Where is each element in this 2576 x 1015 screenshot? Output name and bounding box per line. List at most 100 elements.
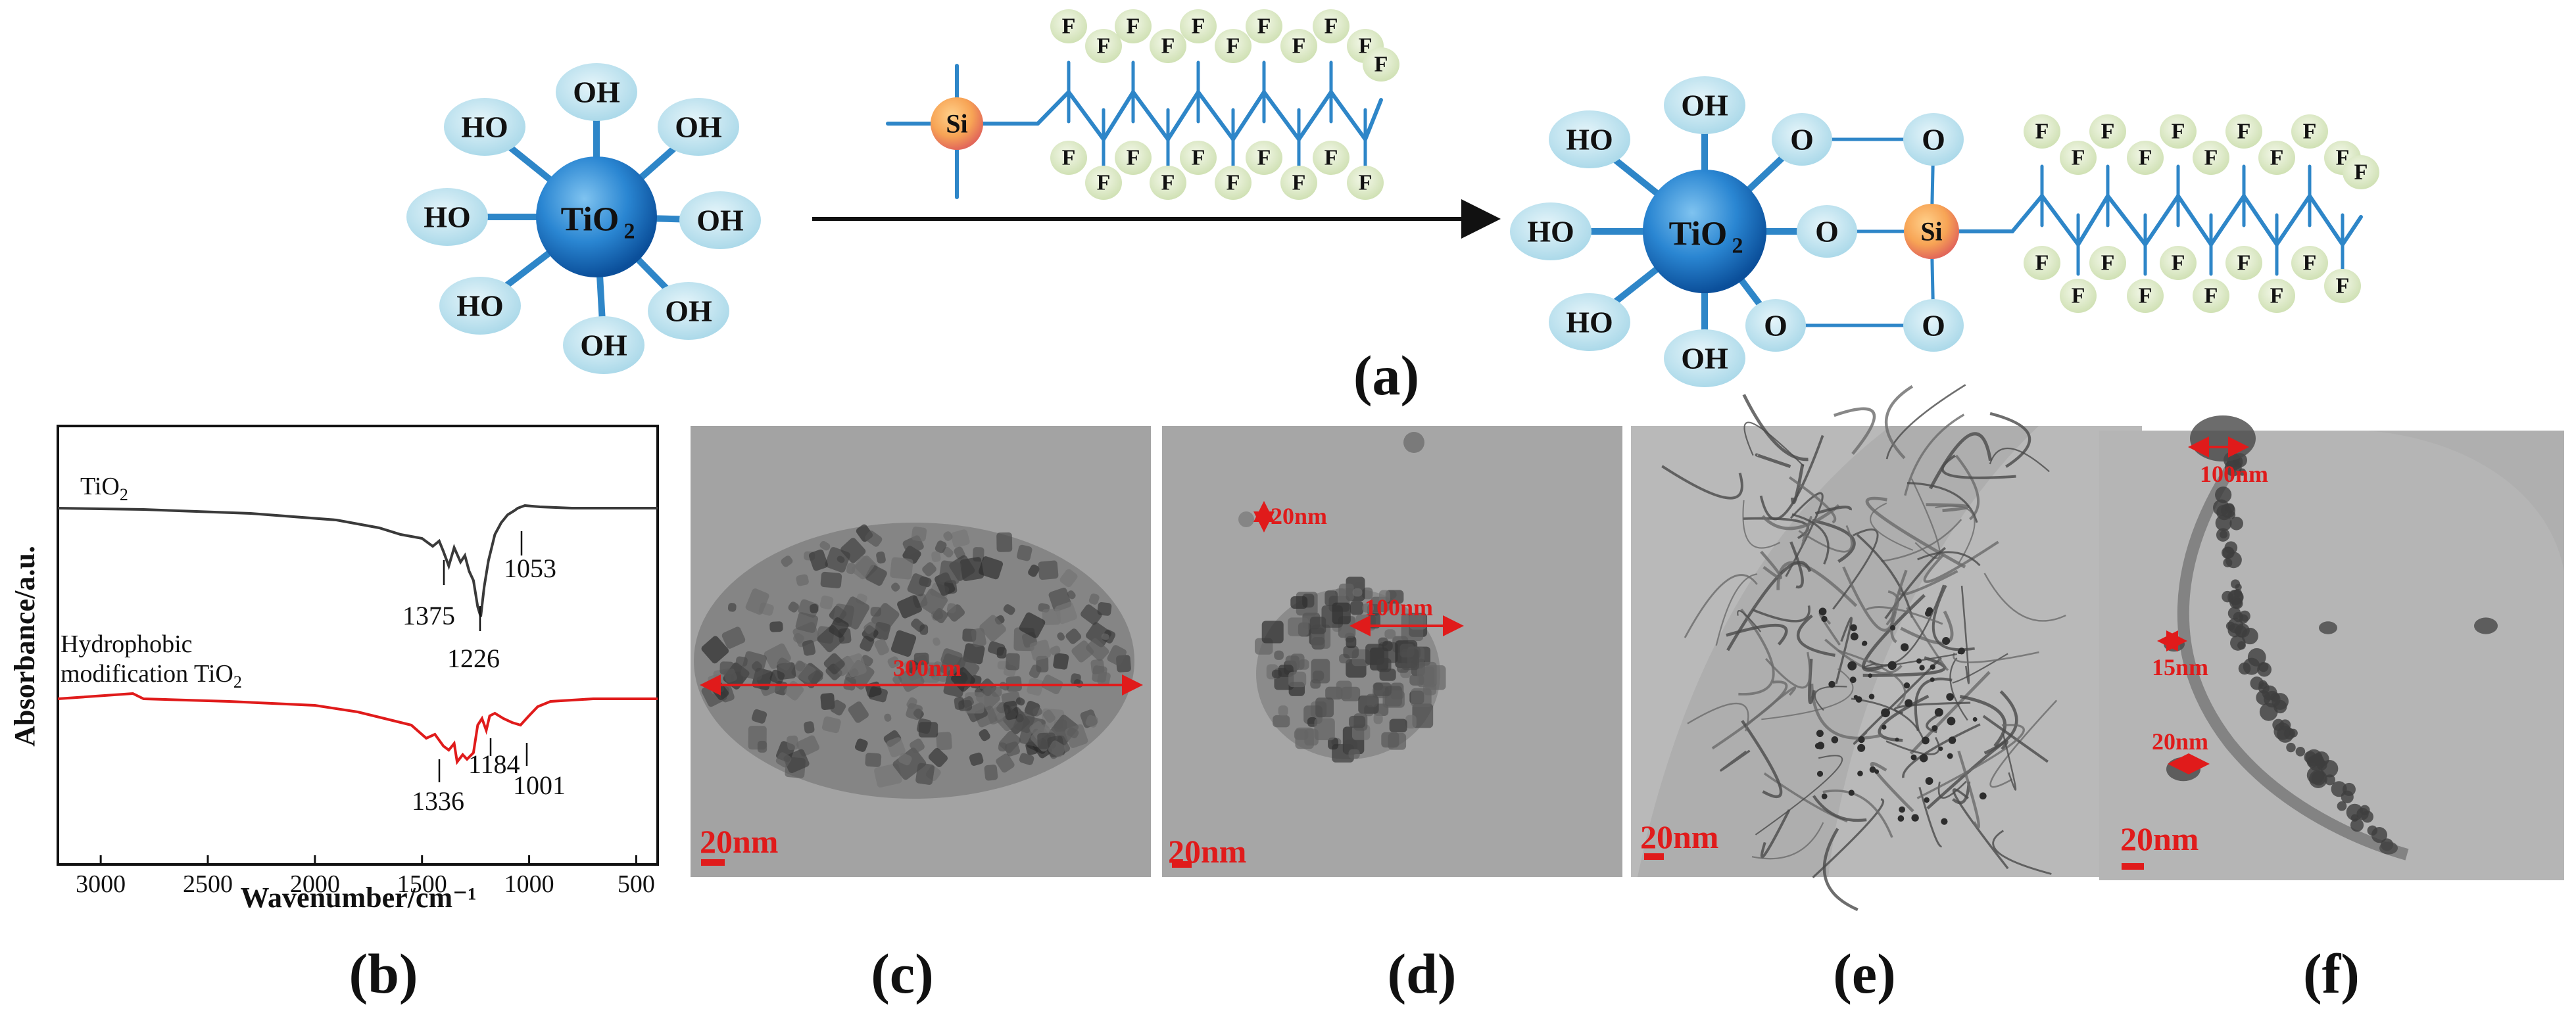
fluorine-atom: F	[2160, 246, 2197, 280]
svg-text:2: 2	[1732, 234, 1743, 258]
svg-text:F: F	[1192, 146, 1205, 170]
svg-text:OH: OH	[696, 204, 744, 237]
hydroxyl-group: OH	[563, 316, 644, 374]
hydroxyl-group: HO	[406, 188, 488, 246]
oxygen-atom: O	[1797, 205, 1857, 258]
svg-text:F: F	[2139, 146, 2152, 170]
svg-text:HO: HO	[456, 289, 504, 323]
svg-text:F: F	[2354, 160, 2368, 185]
ftir-label-modified-line1: Hydrophobic	[61, 630, 193, 658]
svg-text:F: F	[1062, 146, 1076, 170]
ftir-peak-1375: 1375	[402, 601, 455, 630]
ftir-label-modified-line2: modification TiO2	[61, 660, 242, 692]
fluorine-atom: F	[1180, 9, 1217, 43]
hydroxyl-group: HO	[1549, 110, 1630, 168]
svg-text:F: F	[1227, 171, 1240, 195]
svg-text:F: F	[2204, 284, 2218, 308]
fluorine-atom: F	[2291, 114, 2328, 149]
fluorine-atom: F	[2225, 114, 2262, 149]
svg-text:F: F	[1192, 14, 1205, 39]
hydroxyl-group: HO	[444, 98, 525, 156]
panel-label-d: (d)	[1387, 942, 1456, 1005]
tem-image-f: 100nm 15nm 20nm 20nm (f)	[2099, 415, 2564, 1005]
ftir-x-label: Wavenumber/cm⁻¹	[240, 882, 476, 914]
fluorine-atom: F	[1280, 166, 1317, 200]
measure-label-d1: 20nm	[1271, 503, 1327, 529]
fluorine-atom: F	[1050, 9, 1087, 43]
svg-text:F: F	[2303, 120, 2317, 144]
hydroxyl-group: OH	[658, 98, 739, 156]
measure-label-c: 300nm	[893, 655, 961, 681]
fluorine-atom: F	[2258, 141, 2295, 175]
svg-text:O: O	[1922, 123, 1945, 156]
svg-text:F: F	[1257, 146, 1271, 170]
x-tick-label: 500	[618, 870, 655, 898]
fluorine-atom: F	[1085, 29, 1122, 63]
svg-text:F: F	[2204, 146, 2218, 170]
ftir-peak-1226: 1226	[447, 644, 500, 673]
fluorine-atom: F	[2343, 155, 2379, 189]
panel-label-f: (f)	[2303, 942, 2360, 1005]
svg-text:F: F	[2336, 274, 2350, 298]
hydroxyl-group: HO	[1549, 293, 1630, 351]
scalebar-c	[701, 859, 725, 866]
panel-label-e: (e)	[1833, 942, 1895, 1005]
svg-text:HO: HO	[424, 201, 471, 234]
fluorine-atom: F	[1313, 141, 1349, 175]
hydroxyl-group: OH	[556, 63, 637, 121]
fluorine-atom: F	[1115, 141, 1152, 175]
fluorine-atom: F	[2089, 246, 2126, 280]
svg-text:OH: OH	[1681, 89, 1728, 122]
tio2-particle-modified: OHHOHOHOOHOOOOOFFFFFFFFFFFFFFFFFFFFFSiTi…	[1510, 76, 2379, 387]
ftir-series-tio2	[57, 504, 658, 617]
svg-text:F: F	[1292, 34, 1306, 59]
measure-label-f3: 20nm	[2152, 728, 2208, 755]
svg-text:F: F	[2303, 251, 2317, 275]
fluorine-atom: F	[1150, 29, 1186, 63]
svg-text:F: F	[2237, 120, 2251, 144]
fluorine-atom: F	[1085, 166, 1122, 200]
svg-text:HO: HO	[1566, 306, 1613, 339]
ftir-y-label: Absorbance/a.u.	[9, 546, 41, 747]
svg-text:F: F	[1161, 171, 1175, 195]
fluorine-atom: F	[1246, 141, 1282, 175]
hydroxyl-group: OH	[648, 282, 729, 340]
fluorine-atom: F	[2324, 269, 2361, 303]
svg-text:Si: Si	[1920, 217, 1942, 247]
ftir-peak-annotations	[438, 531, 528, 782]
svg-text:OH: OH	[573, 76, 620, 109]
svg-text:OH: OH	[580, 329, 627, 362]
tem-image-e: 20nm (e)	[1631, 384, 2142, 1005]
svg-text:TiO: TiO	[1669, 216, 1728, 253]
scalebar-f	[2122, 863, 2144, 870]
svg-text:F: F	[1062, 14, 1076, 39]
x-tick-label: 1000	[504, 870, 554, 898]
svg-text:F: F	[1324, 146, 1338, 170]
svg-text:F: F	[1227, 34, 1240, 59]
measure-label-f2: 15nm	[2152, 654, 2208, 680]
svg-text:O: O	[1815, 215, 1839, 248]
scalebar-label-d: 20nm	[1168, 833, 1246, 870]
fluorine-atom: F	[1150, 166, 1186, 200]
svg-text:F: F	[1324, 14, 1338, 39]
svg-text:F: F	[2172, 120, 2185, 144]
x-tick-label: 1500	[397, 870, 447, 898]
ftir-peak-1001: 1001	[513, 770, 566, 800]
fluorine-atom: F	[2127, 279, 2164, 313]
hydroxyl-group: HO	[1510, 202, 1592, 260]
fluorine-atom: F	[2160, 114, 2197, 149]
fluorine-atom: F	[2291, 246, 2328, 280]
ftir-label-tio2: TiO2	[80, 473, 128, 504]
svg-text:Si: Si	[946, 109, 967, 139]
fluorine-atom: F	[1180, 141, 1217, 175]
fluorine-atom: F	[1115, 9, 1152, 43]
ftir-peak-1336: 1336	[412, 786, 464, 816]
svg-text:O: O	[1790, 123, 1814, 156]
